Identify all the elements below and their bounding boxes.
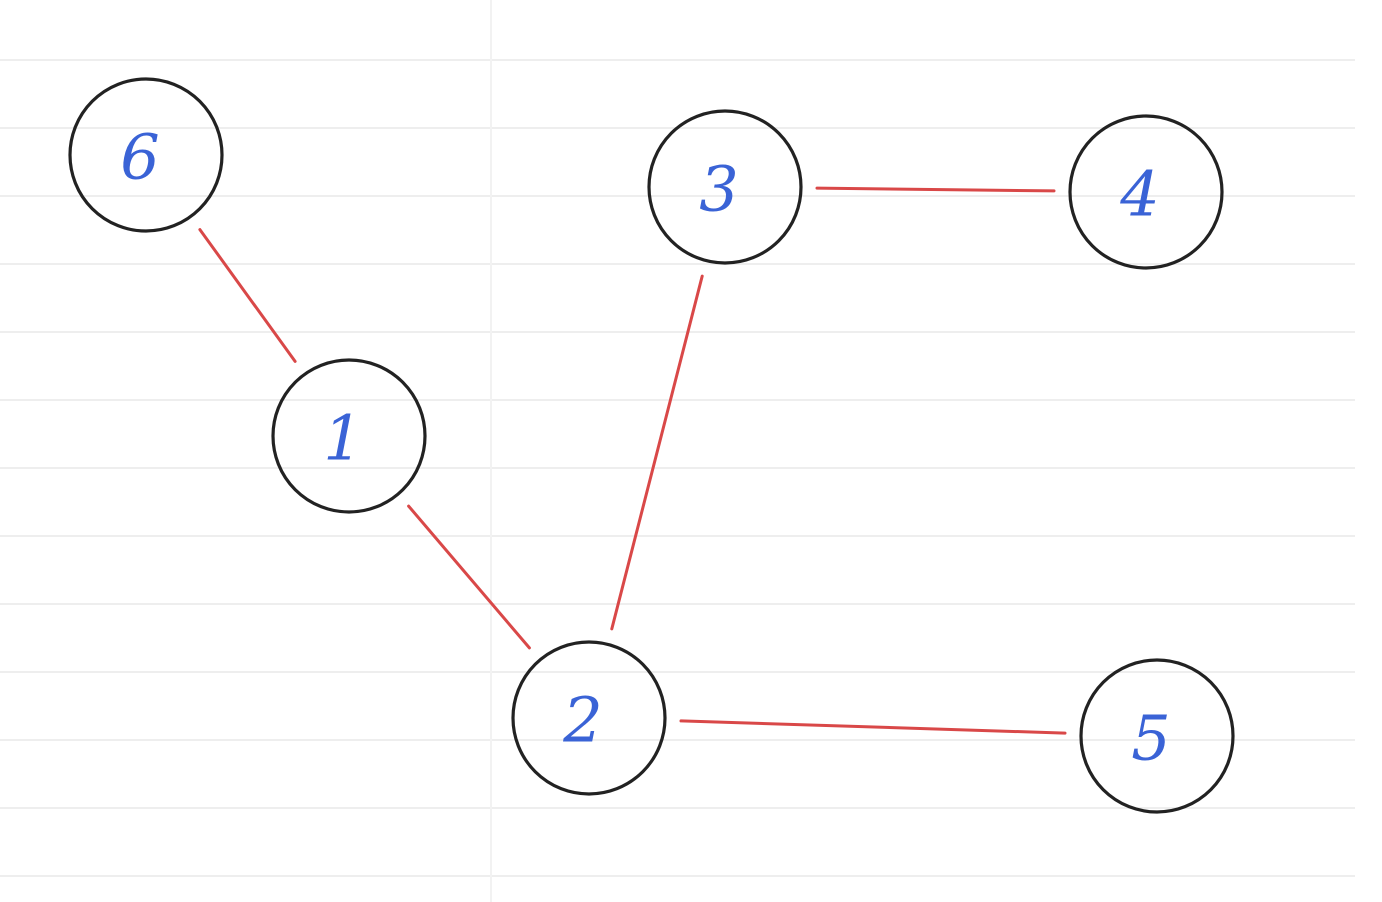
node-3: 3	[647, 109, 803, 265]
node-label: 5	[1131, 702, 1170, 775]
node-circle	[647, 109, 803, 265]
node-circle	[68, 77, 224, 233]
node-label: 1	[323, 402, 362, 475]
node-1: 1	[271, 358, 427, 514]
node-circle	[271, 358, 427, 514]
edge-2-3	[610, 274, 704, 631]
node-circle	[1079, 658, 1235, 814]
edge-6-1	[198, 228, 297, 363]
node-label: 2	[562, 684, 602, 757]
node-6: 6	[68, 77, 224, 233]
node-label: 3	[699, 153, 738, 226]
graph-edges	[198, 186, 1067, 735]
edge-1-2	[407, 504, 531, 650]
node-2: 2	[511, 640, 667, 796]
graph-nodes: 6 1 3 4 2 5	[68, 77, 1235, 814]
edge-3-4	[815, 186, 1056, 193]
node-label: 4	[1119, 158, 1159, 231]
node-5: 5	[1079, 658, 1235, 814]
node-circle	[1068, 114, 1224, 270]
edge-2-5	[679, 719, 1067, 735]
node-circle	[511, 640, 667, 796]
node-label: 6	[120, 121, 159, 194]
node-4: 4	[1068, 114, 1224, 270]
